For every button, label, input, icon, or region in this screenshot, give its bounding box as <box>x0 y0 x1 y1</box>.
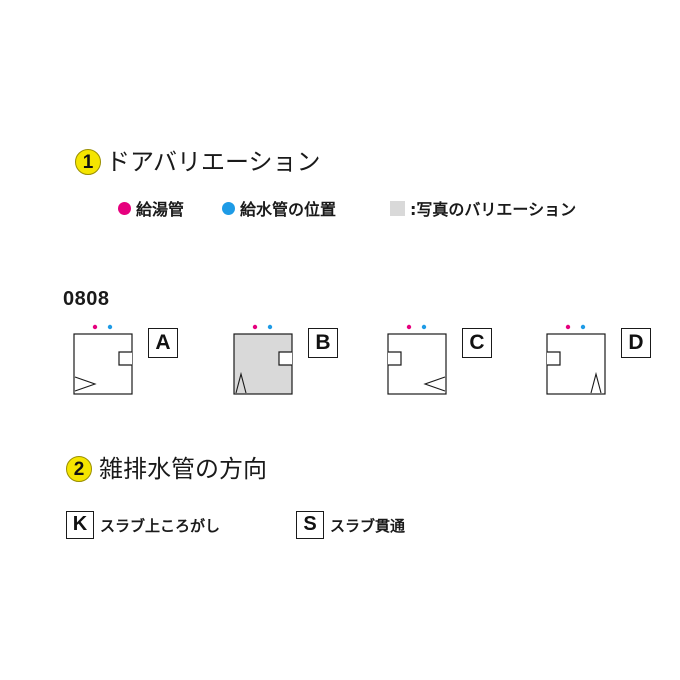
variant-a-letter: A <box>148 328 178 358</box>
legend-cold-water: 給水管の位置 <box>222 196 336 220</box>
cold-water-dot-icon <box>222 201 235 215</box>
cold-water-pipe-dot <box>267 324 273 330</box>
variant-a-plan <box>73 324 133 395</box>
door-swing-icon <box>423 376 446 392</box>
variant-c-plan <box>387 324 447 395</box>
variant-b-plan <box>233 324 293 395</box>
variant-d-letter: D <box>621 328 651 358</box>
legend-cold-label: 給水管の位置 <box>240 200 337 219</box>
variant-d: D <box>546 322 656 402</box>
variant-a: A <box>73 322 183 402</box>
drain-option-s-letter: S <box>296 511 324 539</box>
hot-water-pipe-dot <box>92 324 98 330</box>
door-swing-icon <box>235 371 247 394</box>
legend-photo-variation: :写真のバリエーション <box>390 196 576 220</box>
drain-option-k-letter: K <box>66 511 94 539</box>
cold-water-pipe-dot <box>107 324 113 330</box>
section-2-title: 雑排水管の方向 <box>99 455 267 483</box>
hot-water-pipe-dot <box>406 324 412 330</box>
drain-option-s-label: スラブ貫通 <box>330 516 406 535</box>
legend-photo-label: :写真のバリエーション <box>410 200 577 219</box>
door-swing-icon <box>590 371 602 394</box>
cold-water-pipe-dot <box>421 324 427 330</box>
drain-option-k: K スラブ上ころがし <box>66 511 220 539</box>
cold-water-pipe-dot <box>580 324 586 330</box>
section-1-number: 1 <box>75 149 101 175</box>
section-1-title: ドアバリエーション <box>106 148 321 176</box>
shelf-notch <box>388 351 402 366</box>
hot-water-pipe-dot <box>565 324 571 330</box>
door-swing-icon <box>74 376 97 392</box>
drain-option-k-label: スラブ上ころがし <box>100 516 221 535</box>
hot-water-dot-icon <box>118 201 131 215</box>
photo-swatch-icon <box>390 200 405 216</box>
section-2-number: 2 <box>66 456 92 482</box>
variant-c: C <box>387 322 497 402</box>
drain-option-s: S スラブ貫通 <box>296 511 405 539</box>
legend-hot-label: 給湯管 <box>136 200 185 219</box>
shelf-notch <box>278 351 292 366</box>
variant-d-plan <box>546 324 606 395</box>
variant-b-letter: B <box>308 328 338 358</box>
legend-hot-water: 給湯管 <box>118 196 184 220</box>
shelf-notch <box>547 351 561 366</box>
shelf-notch <box>118 351 132 366</box>
model-number: 0808 <box>63 288 110 310</box>
variant-c-letter: C <box>462 328 492 358</box>
variant-b: B <box>233 322 343 402</box>
hot-water-pipe-dot <box>252 324 258 330</box>
